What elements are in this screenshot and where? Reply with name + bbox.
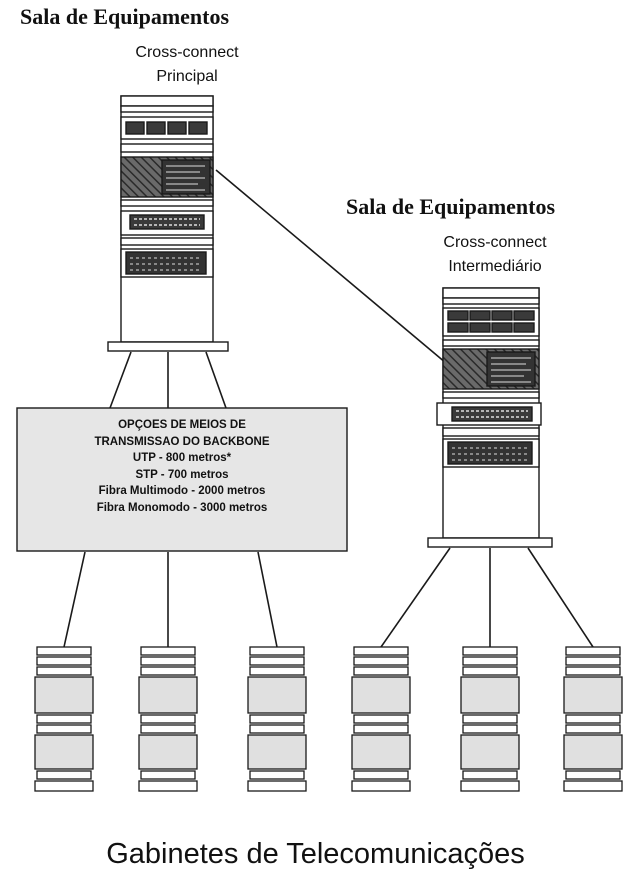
main-to-box-lines [109, 351, 227, 409]
telecom-cabinet-3 [247, 646, 307, 792]
cabinet-upper-panel [138, 676, 198, 714]
backbone-line-2: TRANSMISSAO DO BACKBONE [94, 435, 270, 448]
intermediate-to-cabinet-lines [380, 547, 594, 648]
main-rack [107, 95, 229, 352]
cabinet-lower-panel [460, 734, 520, 770]
telecom-cabinet-1 [34, 646, 94, 792]
main-room-title: Sala de Equipamentos [20, 4, 229, 30]
cabinet-base [351, 780, 411, 792]
backbone-line-6: Fibra Monomodo - 3000 metros [96, 501, 268, 514]
backbone-line-5: Fibra Multimodo - 2000 metros [98, 485, 266, 497]
line-main-to-intermediate [215, 169, 447, 364]
backbone-line-4: STP - 700 metros [135, 468, 229, 481]
backbone-options-text: OPÇOES DE MEIOS DE TRANSMISSAO DO BACKBO… [17, 417, 347, 516]
cabinet-lower-panel [34, 734, 94, 770]
backbone-options-box [16, 407, 348, 552]
cabinet-base [563, 780, 623, 792]
line-main-left [109, 351, 132, 409]
cabinet-upper-panel [563, 676, 623, 714]
telecom-cabinet-2 [138, 646, 198, 792]
line-main-right [205, 351, 227, 409]
line-int-cab6 [527, 547, 594, 648]
footer-title: Gabinetes de Telecomunicações [106, 838, 525, 870]
backbone-line-1: OPÇOES DE MEIOS DE [118, 419, 246, 431]
main-room-title-text: Sala de Equipamentos [20, 4, 230, 29]
cabinet-base [34, 780, 94, 792]
line-box-cab1 [63, 551, 86, 648]
cabinet-base [460, 780, 520, 792]
line-int-cab4 [380, 547, 451, 648]
cabinet-upper-panel [351, 676, 411, 714]
telecom-cabinet-4 [351, 646, 411, 792]
telecom-cabinets [34, 646, 623, 792]
cabinet-lower-panel [563, 734, 623, 770]
intermediate-rack-base [427, 537, 553, 548]
intermediate-room-title-text: Sala de Equipamentos [346, 194, 556, 219]
cabinet-upper-panel [247, 676, 307, 714]
intermediate-room-line2: Intermediário [448, 258, 542, 275]
intermediate-rack [427, 287, 553, 548]
cabinet-lower-panel [247, 734, 307, 770]
main-rack-top [120, 95, 214, 107]
intermediate-room-line1: Cross-connect [443, 234, 547, 251]
cabinet-lower-panel [138, 734, 198, 770]
backbone-line-3: UTP - 800 metros* [132, 452, 232, 464]
main-room-line2: Principal [156, 68, 218, 85]
cabinet-base [138, 780, 198, 792]
cabinet-base [247, 780, 307, 792]
telecom-cabinet-6 [563, 646, 623, 792]
main-rack-base [107, 341, 229, 352]
intermediate-room-title: Sala de Equipamentos [346, 194, 555, 220]
cabinet-upper-panel [34, 676, 94, 714]
cabinet-lower-panel [351, 734, 411, 770]
line-box-cab3 [257, 551, 278, 648]
main-room-line1: Cross-connect [135, 44, 239, 61]
cabinet-upper-panel [460, 676, 520, 714]
telecom-cabinet-5 [460, 646, 520, 792]
box-to-cabinet-lines [63, 551, 278, 648]
